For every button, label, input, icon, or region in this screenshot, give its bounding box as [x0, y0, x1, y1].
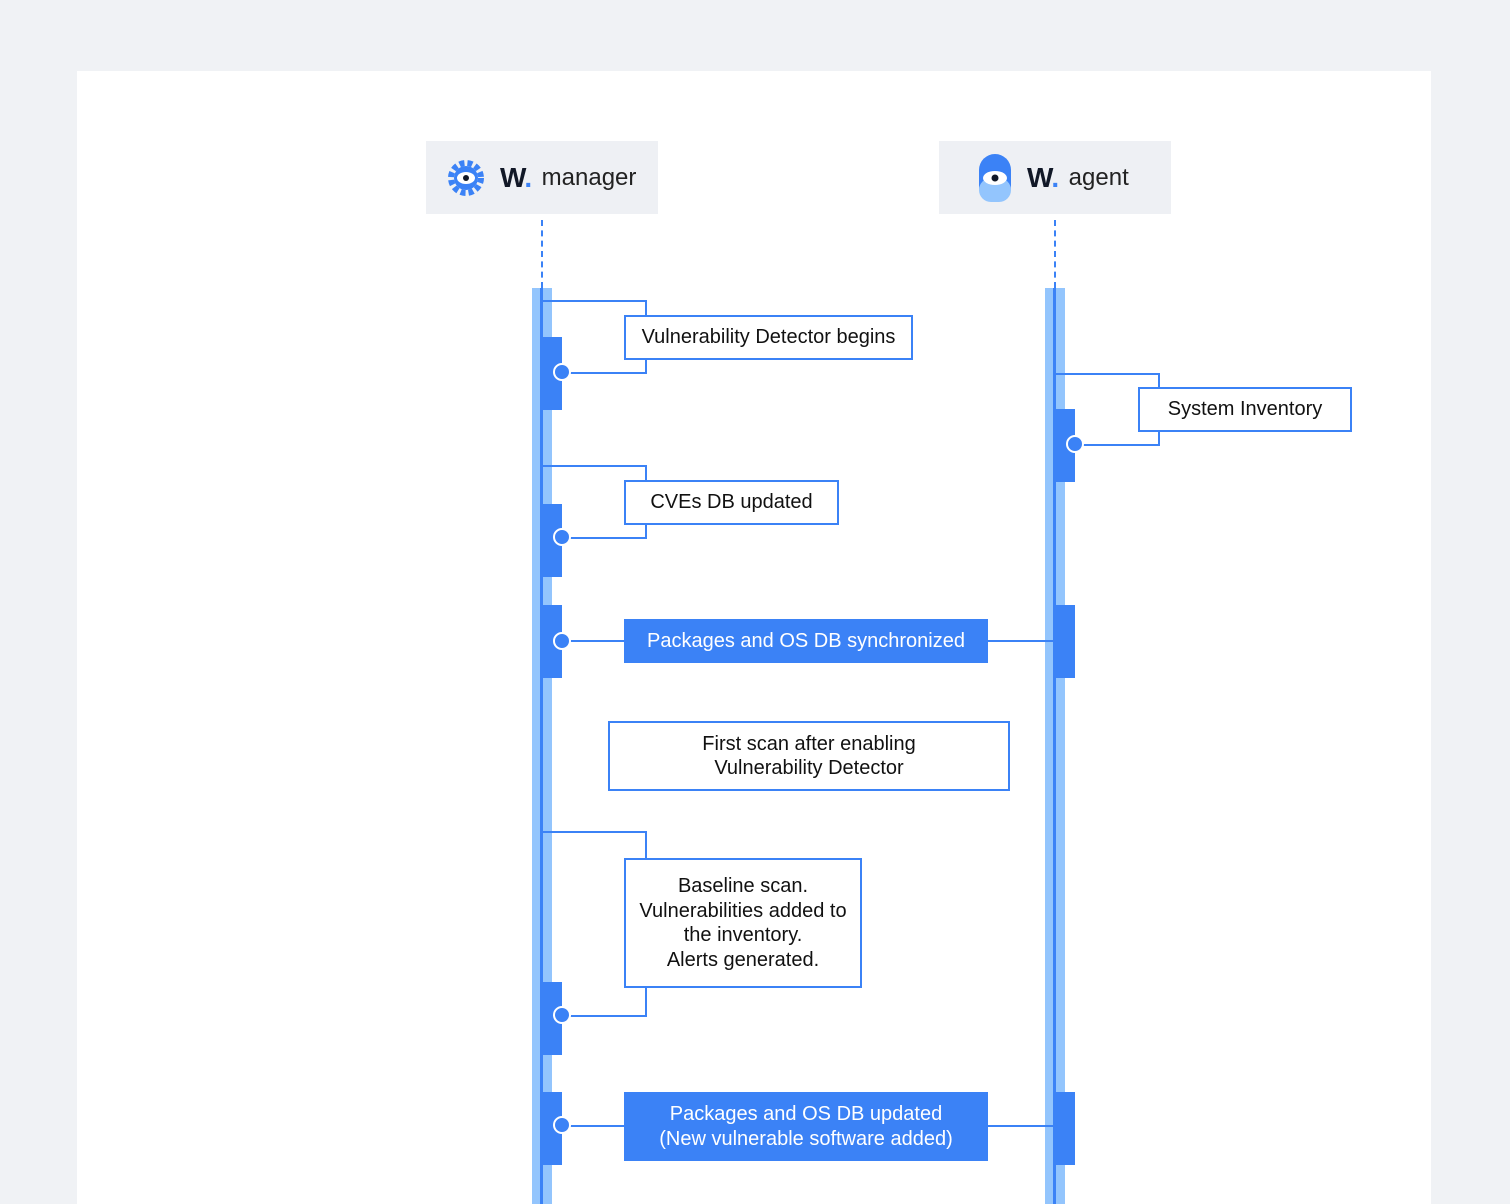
message-end-dot: [553, 528, 571, 546]
self-loop-top: [541, 465, 647, 467]
self-loop-top: [1054, 373, 1160, 375]
agent-activation: [1054, 1092, 1075, 1165]
step-label: CVEs DB updated: [624, 480, 839, 525]
message-label: Packages and OS DB updated (New vulnerab…: [624, 1092, 988, 1161]
self-loop-bottom: [563, 372, 647, 374]
message-end-dot: [553, 363, 571, 381]
message-end-dot: [1066, 435, 1084, 453]
gear-eye-icon: [446, 158, 486, 198]
agent-label: agent: [1068, 163, 1129, 191]
agent-activation: [1054, 605, 1075, 678]
self-loop-top: [541, 831, 647, 833]
actor-manager: W. manager: [426, 141, 658, 214]
message-end-dot: [553, 1006, 571, 1024]
message-end-dot: [553, 1116, 571, 1134]
manager-activation: [541, 504, 562, 577]
actor-agent: W. agent: [939, 141, 1171, 214]
agent-lifeline-dashed: [1054, 220, 1056, 288]
manager-lifeline-dashed: [541, 220, 543, 288]
self-loop-bottom: [1076, 444, 1160, 446]
manager-label: manager: [541, 163, 637, 191]
self-loop-bottom: [563, 537, 647, 539]
manager-activation: [541, 605, 562, 678]
manager-logo-mark: W.: [500, 161, 532, 193]
self-loop-top: [541, 300, 647, 302]
agent-activation: [1054, 409, 1075, 482]
step-label: Baseline scan. Vulnerabilities added to …: [624, 858, 862, 988]
step-label: Vulnerability Detector begins: [624, 315, 913, 360]
self-loop-bottom: [563, 1015, 647, 1017]
manager-activation: [541, 1092, 562, 1165]
message-end-dot: [553, 632, 571, 650]
manager-activation: [541, 337, 562, 410]
agent-logo-mark: W.: [1027, 161, 1059, 193]
message-label: Packages and OS DB synchronized: [624, 619, 988, 663]
step-label: System Inventory: [1138, 387, 1352, 432]
note-label: First scan after enabling Vulnerability …: [608, 721, 1010, 791]
manager-activation: [541, 982, 562, 1055]
manager-lifeline-core: [540, 288, 543, 1204]
eye-icon: [977, 152, 1013, 204]
agent-lifeline-core: [1053, 288, 1056, 1204]
